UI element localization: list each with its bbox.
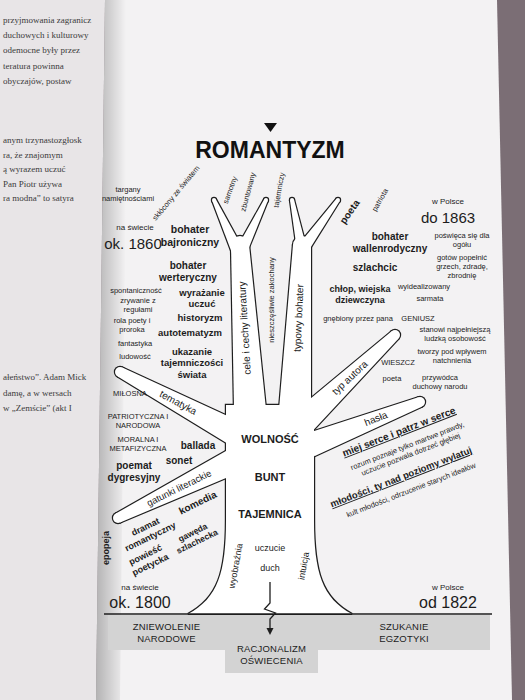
left-page (0, 0, 105, 700)
page-text: ra modna” to satyra (3, 193, 74, 204)
page-text: ałeństwo”. Adam Mick (3, 372, 86, 383)
leaf-word: poemat dygresyjny (104, 460, 164, 484)
leaf-word: wyidealizowany (398, 282, 450, 291)
branch-tip (290, 198, 294, 202)
branch-tip (113, 513, 123, 523)
tree-branch (279, 245, 311, 411)
period-place: w Polsce (432, 583, 464, 593)
page-text: duchowych i kulturowy (3, 30, 89, 41)
title-triangle (264, 123, 277, 132)
trunk-word: BUNT (255, 471, 286, 484)
ground-band: RACJONALIZM OŚWIECENIA (225, 636, 318, 673)
leaf-word: autotematyzm (158, 327, 222, 338)
page-text: anym trzynastozgłosk (3, 135, 82, 146)
tree (112, 197, 426, 614)
tree-branch (279, 245, 311, 411)
leaf-word: GENIUSZ (401, 314, 434, 323)
arrow-head (267, 628, 274, 635)
leaf-word: bohater wallenrodyczny (349, 231, 431, 255)
page-text: ra, że znajomym (3, 150, 63, 161)
page-text: ą wyrazem uczuć (3, 164, 65, 175)
tree-branch (231, 244, 266, 411)
tree-fill (113, 198, 425, 614)
tree-branch (116, 446, 246, 522)
branch-tip (336, 198, 340, 202)
trunk-word: WOLNOŚĆ (241, 433, 298, 446)
leaf-word: przywódca duchowy narodu (408, 373, 472, 391)
period-year: od 1822 (419, 593, 477, 612)
leaf-word: poeta (383, 374, 402, 383)
title: ROMANTYZM (195, 137, 344, 164)
period-year: ok. 1860 (104, 235, 162, 253)
root-word: uczucie (255, 543, 286, 554)
leaf-word: epopeja (101, 531, 112, 565)
leaf-word: targany namiętnościami (99, 185, 157, 203)
page-text: Pan Piotr używa (3, 179, 62, 190)
period-year: ok. 1800 (109, 593, 170, 612)
leaf-word: wyrażanie uczuć (175, 287, 229, 310)
leaf-word: tworzy pod wpływem natchnienia (416, 347, 488, 365)
branch-tip (415, 397, 425, 407)
branch-tip (212, 198, 216, 202)
leaf-word: MORALNA I METAFIZYCZNA (106, 435, 170, 453)
leaf-word: szlachcic (353, 262, 397, 274)
leaf-word: historyzm (178, 312, 223, 323)
page-text: odemocne były przez (3, 45, 80, 56)
tree-outline (112, 197, 426, 614)
ground-band: SZUKANIE EGZOTYKI (318, 615, 490, 650)
tree-branch (231, 244, 266, 411)
leaf-word: gnębiony przez pana (323, 314, 393, 323)
leaf-word: bohater bajroniczny (157, 223, 223, 248)
period-place: na świecie (116, 223, 153, 233)
leaf-word: spontaniczność (110, 286, 162, 295)
band-text: RACJONALIZM OŚWIECENIA (229, 643, 314, 666)
leaf-word: MIŁOSNA (113, 389, 147, 398)
page-text: obyczajów, postaw (3, 76, 71, 87)
branch-tip (293, 236, 311, 254)
leaf-word: ukazanie tajemniczości świata (154, 346, 230, 380)
lightning-arrow (265, 582, 276, 629)
leaf-word: stanowi najpełniejszą ludzką osobowość (413, 325, 497, 343)
leaf-word: ballada (181, 440, 215, 452)
branch-tip (231, 236, 249, 254)
leaf-word: rola poety i proroka (110, 316, 154, 334)
leaf-word: zrywanie z regułami (116, 296, 160, 314)
right-page (96, 0, 512, 700)
trunk-word: TAJEMNICA (238, 508, 301, 521)
leaf-word: WIESZCZ (381, 358, 415, 367)
leaf-word: fantastyka (118, 339, 152, 348)
branch-tip (115, 367, 125, 377)
leaf-word: chłop, wiejska dziewczyna (325, 284, 395, 306)
page-text: teratura powinna (3, 61, 64, 72)
leaf-word: gotów popełnić grzech, zdradę, zbrodnię (431, 253, 493, 280)
band-text: ZNIEWOLENIE NARODOWE (112, 621, 221, 644)
period-place: na świecie (121, 583, 158, 593)
leaf-word: sonet (166, 455, 193, 467)
period-place: w Polsce (432, 197, 464, 207)
leaf-word: ludowość (119, 352, 150, 361)
band-text: SZUKANIE EGZOTYKI (359, 621, 449, 644)
page-text: damę, a w wersach (3, 388, 71, 399)
period-year: do 1863 (421, 209, 475, 227)
leaf-word: bohater werteryczny (155, 260, 221, 284)
leaf-word: poświęca się dla ogółu (432, 231, 492, 249)
branch-tip (264, 198, 268, 202)
branch-tip (390, 330, 400, 340)
leaf-word: nieszczęśliwie zakochany (267, 257, 276, 342)
leaf-word: sarmata (416, 294, 443, 303)
root-word: duch (260, 563, 280, 574)
leaf-word: PATRIOTYCZNA I NARODOWA (106, 412, 170, 430)
ground-band: ZNIEWOLENIE NARODOWE (108, 615, 225, 650)
page-text: przyjmowania zagranicz (3, 15, 91, 26)
page-text: w „Zemście” (akt I (3, 403, 72, 414)
